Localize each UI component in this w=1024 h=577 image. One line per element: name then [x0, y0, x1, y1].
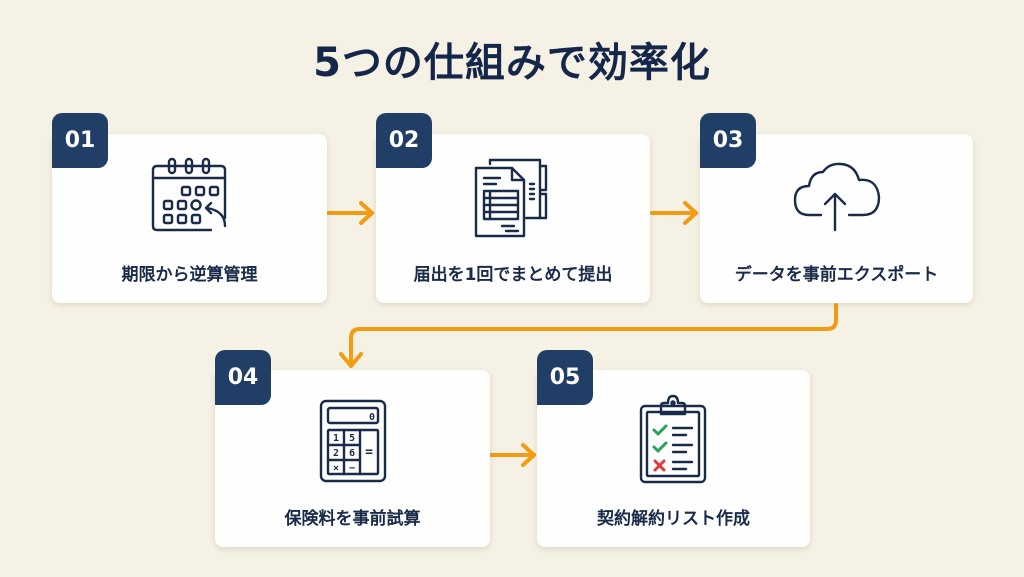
cross-mark-icon [653, 459, 666, 472]
step-card-2: 届出を1回でまとめて提出 [376, 134, 650, 303]
calculator-key: 1 [333, 433, 339, 444]
step-number-badge: 04 [215, 350, 271, 405]
arrow-3-to-4 [339, 303, 838, 368]
step-label: 期限から逆算管理 [121, 265, 258, 285]
calendar-icon [151, 157, 227, 232]
arrow-2-to-3 [650, 201, 698, 225]
calculator-key: 6 [349, 448, 355, 459]
calculator-display: 0 [369, 412, 375, 423]
step-label: 届出を1回でまとめて提出 [413, 265, 613, 285]
calculator-key: 5 [349, 433, 355, 444]
calculator-key: − [349, 463, 355, 474]
check-mark-icon [652, 424, 668, 436]
calculator-key: × [333, 463, 339, 474]
step-number-badge: 05 [537, 350, 593, 405]
arrow-1-to-2 [326, 201, 374, 225]
step-label: 契約解約リスト作成 [597, 509, 750, 529]
calculator-icon: 0 1 5 2 6 × − = [319, 399, 387, 483]
page-title: 5つの仕組みで効率化 [313, 40, 711, 86]
arrow-4-to-5 [489, 443, 536, 467]
step-number-badge: 02 [376, 113, 432, 168]
calculator-key: = [365, 445, 373, 460]
step-number-badge: 03 [700, 113, 756, 168]
check-mark-icon [652, 441, 668, 453]
step-number-badge: 01 [52, 113, 108, 168]
step-label: データを事前エクスポート [734, 265, 939, 285]
cloud-upload-icon [793, 162, 881, 232]
checklist-icon [639, 394, 707, 484]
step-label: 保険料を事前試算 [284, 509, 421, 529]
calculator-key: 2 [333, 448, 339, 459]
documents-icon [474, 158, 548, 238]
